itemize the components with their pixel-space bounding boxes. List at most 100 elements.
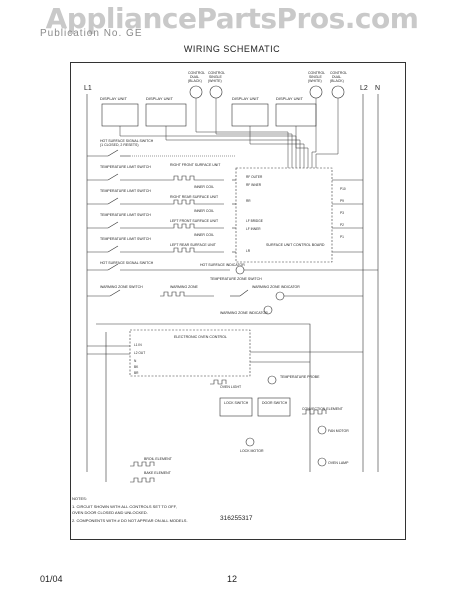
svg-text:HOT SURFACE SIGNAL SWITCH: HOT SURFACE SIGNAL SWITCH [100,139,154,143]
svg-text:BK: BK [134,365,139,369]
oven-control-title: ELECTRONIC OVEN CONTROL [174,335,227,339]
svg-text:(BLACK): (BLACK) [330,79,344,83]
oven-control-pins: L1 IN L2 OUT N BK BR [134,343,145,375]
svg-text:TEMPERATURE ZONE SWITCH: TEMPERATURE ZONE SWITCH [210,277,262,281]
board-pins-left: RF OUTER RF INNER RR LF BRIDGE LF INNER … [246,175,263,253]
svg-text:WARMING ZONE INDICATOR: WARMING ZONE INDICATOR [220,311,268,315]
display-unit-label: DISPLAY UNIT [276,96,304,101]
oven-light: OVEN LIGHT [210,379,242,389]
element-rr: RIGHT REAR SURFACE UNIT INNER COIL [170,195,224,213]
svg-text:RIGHT REAR SURFACE UNIT: RIGHT REAR SURFACE UNIT [170,195,219,199]
svg-text:OVEN DOOR CLOSED AND UNLOCKED.: OVEN DOOR CLOSED AND UNLOCKED. [72,510,148,515]
ribbon-cables [119,98,339,168]
temperature-probe: TEMPERATURE PROBE [267,375,320,385]
control-knob-4: CONTROL DUAL (BLACK) [330,71,347,99]
svg-text:L2 OUT: L2 OUT [134,351,145,355]
oven-control-wiring [87,323,363,482]
svg-text:(1 CLOSED, 2 RESETS): (1 CLOSED, 2 RESETS) [100,143,139,147]
element-rf: RIGHT FRONT SURFACE UNIT INNER COIL [170,163,224,189]
svg-text:CONTROL: CONTROL [208,71,225,75]
svg-text:INNER COIL: INNER COIL [194,209,214,213]
svg-text:DOOR SWITCH: DOOR SWITCH [262,401,288,405]
svg-text:(BLACK): (BLACK) [188,79,202,83]
svg-text:P1: P1 [340,235,344,239]
svg-text:OVEN LAMP: OVEN LAMP [328,461,349,465]
switch-row-4: TEMPERATURE LIMIT SWITCH [87,213,170,229]
board-wiring [130,155,363,253]
svg-text:N: N [134,359,137,363]
svg-text:(WHITE): (WHITE) [308,79,322,83]
svg-text:LF BRIDGE: LF BRIDGE [246,219,263,223]
svg-text:L1 IN: L1 IN [134,343,142,347]
svg-text:BR: BR [134,371,139,375]
switch-row-1: HOT SURFACE SIGNAL SWITCH (1 CLOSED, 2 R… [87,139,154,157]
element-lr: LEFT REAR SURFACE UNIT [170,243,224,253]
svg-text:TEMPERATURE LIMIT SWITCH: TEMPERATURE LIMIT SWITCH [100,213,151,217]
svg-text:CONTROL: CONTROL [330,71,347,75]
element-lf: LEFT FRONT SURFACE UNIT INNER COIL [170,219,224,237]
svg-text:BROIL ELEMENT: BROIL ELEMENT [144,457,173,461]
svg-text:LEFT REAR SURFACE UNIT: LEFT REAR SURFACE UNIT [170,243,217,247]
fan-motor: FAN MOTOR [317,425,349,435]
l2-label: L2 [360,85,368,92]
l1-label: L1 [84,85,92,92]
warming-zone-row: WARMING ZONE SWITCH WARMING ZONE TEMPERA… [87,277,363,315]
broil-element: BROIL ELEMENT [130,457,173,467]
svg-text:RF OUTER: RF OUTER [246,175,263,179]
footer-page-number: 12 [226,574,237,584]
svg-text:RF INNER: RF INNER [246,183,262,187]
display-unit-mid-right [231,103,269,127]
svg-text:WARMING ZONE: WARMING ZONE [170,285,199,289]
svg-text:TEMPERATURE LIMIT SWITCH: TEMPERATURE LIMIT SWITCH [100,237,151,241]
switch-row-6: HOT SURFACE SIGNAL SWITCH [87,261,230,271]
board-title: SURFACE UNIT CONTROL BOARD [266,243,325,247]
svg-text:DUAL: DUAL [190,75,199,79]
board-pins-right: P10 P9 P3 P2 P1 [340,187,346,239]
svg-text:LEFT FRONT SURFACE UNIT: LEFT FRONT SURFACE UNIT [170,219,219,223]
svg-text:P10: P10 [340,187,346,191]
svg-text:P9: P9 [340,199,344,203]
part-number: 316255317 [220,515,253,522]
display-unit-label: DISPLAY UNIT [146,96,174,101]
control-knob-1: CONTROL DUAL (BLACK) [188,71,205,99]
display-unit-right [275,103,317,127]
svg-text:HOT SURFACE SIGNAL SWITCH: HOT SURFACE SIGNAL SWITCH [100,261,154,265]
svg-text:DUAL: DUAL [332,75,341,79]
svg-text:SINGLE: SINGLE [309,75,323,79]
display-unit-label: DISPLAY UNIT [232,96,260,101]
svg-text:TEMPERATURE LIMIT SWITCH: TEMPERATURE LIMIT SWITCH [100,165,151,169]
svg-text:2. COMPONENTS WITH # DO NOT: 2. COMPONENTS WITH # DO NOT APPEAR ON AL… [72,518,188,523]
svg-text:HOT SURFACE INDICATOR: HOT SURFACE INDICATOR [200,263,245,267]
svg-text:FAN MOTOR: FAN MOTOR [328,429,349,433]
footer-date: 01/04 [40,574,63,584]
switch-row-2: TEMPERATURE LIMIT SWITCH [87,165,170,181]
lock-motor: LOCK MOTOR [240,437,264,453]
svg-text:1. CIRCUIT SHOWN WITH ALL CON: 1. CIRCUIT SHOWN WITH ALL CONTROLS SET T… [72,504,177,509]
svg-text:TEMPERATURE LIMIT SWITCH: TEMPERATURE LIMIT SWITCH [100,189,151,193]
svg-text:LF INNER: LF INNER [246,227,261,231]
control-knob-2: CONTROL SINGLE (WHITE) [208,71,225,99]
svg-text:P3: P3 [340,211,344,215]
oven-lamp: OVEN LAMP [317,457,349,467]
svg-text:NOTES:: NOTES: [72,496,87,501]
svg-text:CONVECTION ELEMENT: CONVECTION ELEMENT [302,407,344,411]
notes-block: NOTES: 1. CIRCUIT SHOWN WITH ALL CONTROL… [72,496,188,523]
n-label: N [375,85,380,92]
svg-text:(WHITE): (WHITE) [208,79,222,83]
hot-surface-indicator: HOT SURFACE INDICATOR [200,263,378,275]
door-switch: DOOR SWITCH [257,397,291,417]
switch-row-3: TEMPERATURE LIMIT SWITCH [87,189,170,205]
svg-text:WARMING ZONE INDICATOR: WARMING ZONE INDICATOR [252,285,300,289]
surface-control-board [235,167,333,263]
svg-text:OVEN LIGHT: OVEN LIGHT [220,385,242,389]
page-title: WIRING SCHEMATIC [183,44,281,54]
svg-text:INNER COIL: INNER COIL [194,185,214,189]
svg-text:TEMPERATURE PROBE: TEMPERATURE PROBE [280,375,320,379]
svg-text:WARMING ZONE SWITCH: WARMING ZONE SWITCH [100,285,143,289]
lock-switch: LOCK SWITCH [219,397,253,417]
watermark: AppliancePartsPros.com [45,2,419,35]
svg-text:RIGHT FRONT SURFACE UNIT: RIGHT FRONT SURFACE UNIT [170,163,221,167]
svg-text:LOCK MOTOR: LOCK MOTOR [240,449,264,453]
display-unit-left [101,103,139,127]
convection-element: CONVECTION ELEMENT [302,407,344,415]
